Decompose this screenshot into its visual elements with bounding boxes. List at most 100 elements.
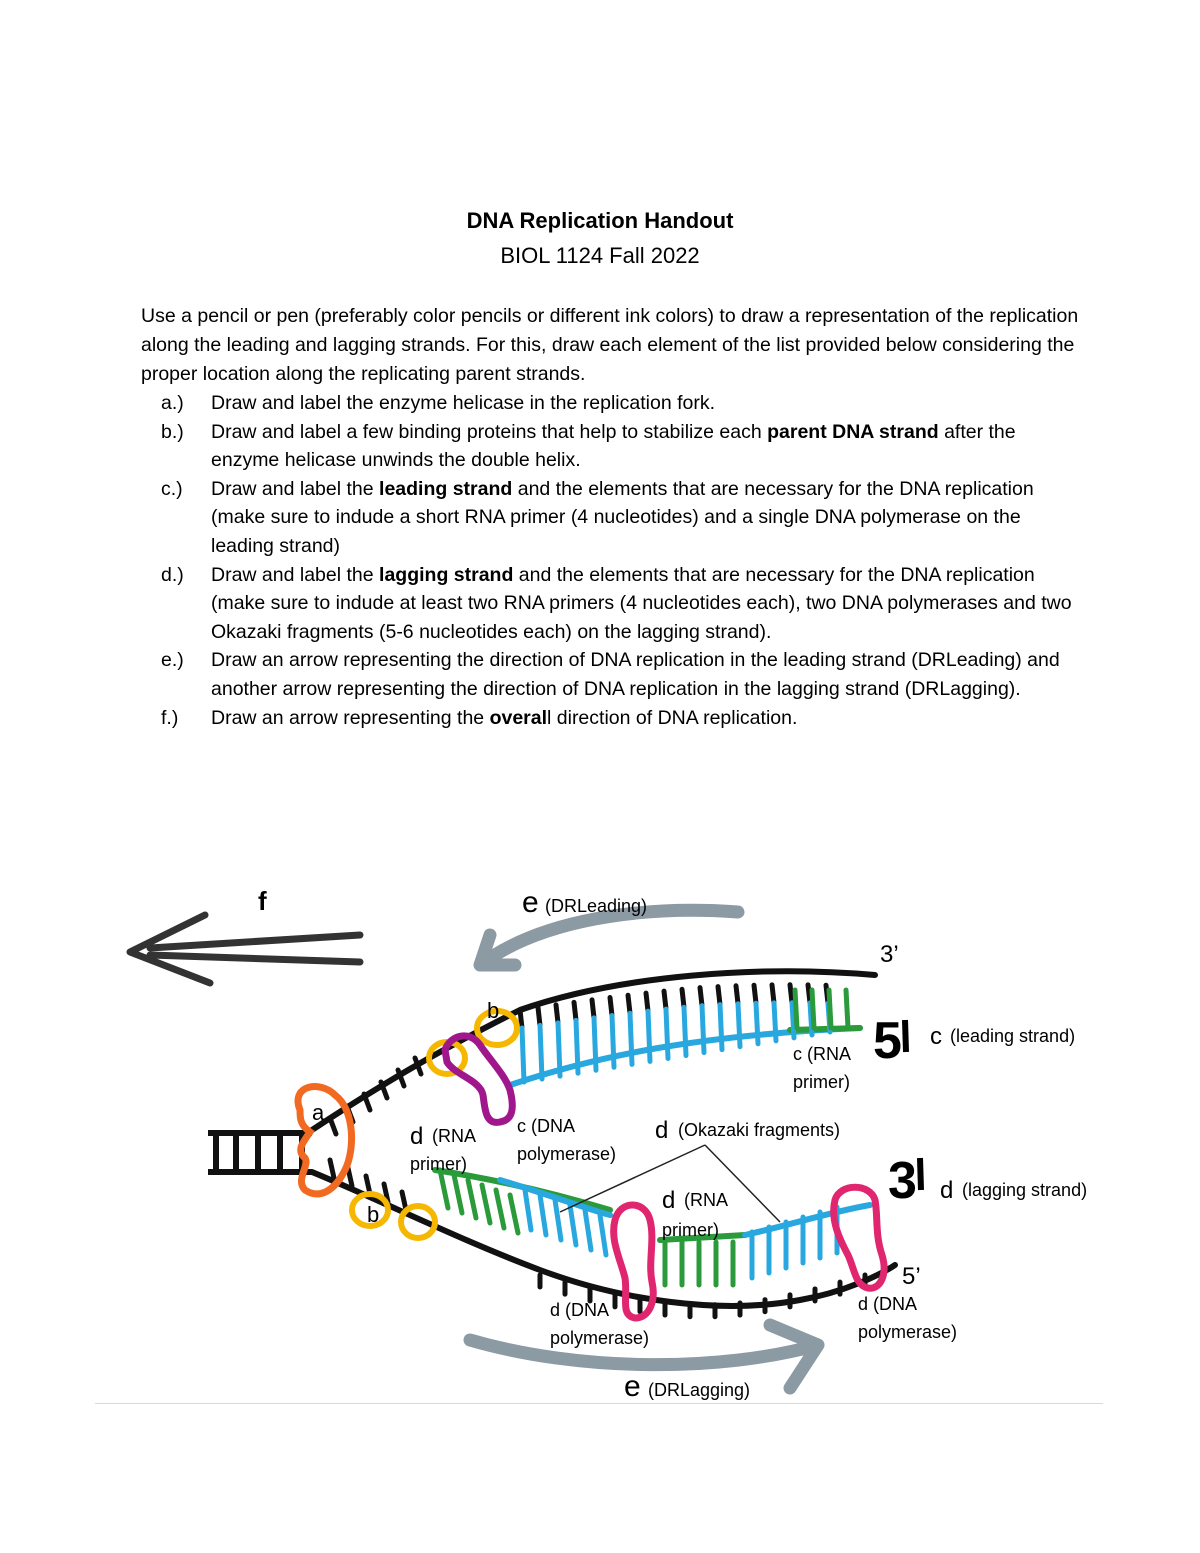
label-d-dna-mid-1: d (DNA [550,1300,609,1320]
label-5-big: 5 [873,1012,902,1070]
label-d-dna-right-1: d (DNA [858,1294,917,1314]
task-item-d: d.)Draw and label the lagging strand and… [141,561,1081,647]
label-d-dna-right-2: polymerase) [858,1322,957,1342]
base-pair-rung [567,1202,579,1248]
base-pair-rung [517,1007,525,1031]
label-c-dna-polymerase-1: c (DNA [517,1116,575,1136]
base-pair-rung [378,1079,390,1101]
base-pair-rung [769,982,777,1006]
label-f: f [258,886,267,916]
base-pair-rung [609,1013,617,1070]
binding-protein [349,1191,391,1229]
base-pair-rung [843,987,851,1031]
label-b-bottom: b [367,1202,379,1227]
task-text: Draw an arrow representing the direction… [211,649,1060,700]
label-d-letter-okazaki: d [655,1117,668,1144]
task-item-a: a.)Draw and label the enzyme helicase in… [141,389,1081,418]
helicase-enzyme [294,1083,356,1198]
base-pair-rung [643,990,651,1014]
base-pair-rung [537,1022,545,1082]
okazaki-pointer-lines [559,1144,781,1223]
task-text: l direction of DNA replication. [547,706,798,729]
base-pair-rung [507,1192,521,1236]
label-d-rna-mid-2: primer) [662,1220,719,1240]
base-pair-rung [437,1167,451,1211]
base-pair-rung [805,982,813,1006]
label-d-letter-lagging: d [940,1177,953,1204]
okazaki-fragment-backbone [742,1202,873,1238]
base-pair-rung [582,1207,594,1253]
base-pair-rung [607,995,615,1019]
base-pair-rung [661,988,669,1012]
base-pair-rung [493,1187,507,1231]
task-text: and the elements that are necessary for … [211,477,1034,557]
label-c-rna-primer-2: primer) [793,1072,850,1092]
base-pair-rung [663,1006,671,1061]
base-pair-rungs [327,982,868,1320]
base-pair-rung [479,1182,493,1226]
mid-primer-backbone [657,1232,748,1243]
base-pair-rung [809,987,817,1031]
binding-protein [474,1008,520,1048]
label-b-top: b [487,998,499,1023]
label-e-leading-text: (DRLeading) [545,896,647,916]
okazaki-fragment-backbone [497,1177,613,1218]
base-pair-rung [753,1000,761,1047]
lagging-direction-arrow [463,1318,825,1395]
base-pair-rung [751,982,759,1006]
label-c-leading-text: (leading strand) [950,1026,1075,1046]
base-pair-rung [552,1197,564,1243]
base-pair-rung [787,982,795,1006]
base-pair-rung [571,999,579,1023]
base-pair-rung [697,985,705,1009]
label-a: a [312,1100,325,1125]
leading-direction-arrow [473,903,745,972]
label-d-rna-left-2: primer) [410,1154,467,1174]
label-d-letter-mid: d [662,1187,675,1214]
base-pair-rung [553,1002,561,1026]
label-5-prime-bottom: 5’ [902,1263,921,1290]
prime-mark [902,1019,909,1053]
label-c-leading-letter: c [930,1023,942,1050]
prime-mark [917,1157,924,1191]
task-item-e: e.)Draw an arrow representing the direct… [141,646,1081,703]
binding-protein [398,1203,438,1241]
intro-paragraph: Use a pencil or pen (preferably color pe… [141,305,1079,385]
base-pair-rung [327,1157,337,1181]
task-emphasis: parent DNA strand [767,420,939,443]
label-d-rna-left-1: (RNA [432,1126,476,1146]
base-pair-rung [573,1017,581,1076]
task-text: Draw and label the [211,563,380,586]
base-pair-rung [807,1000,815,1038]
base-pair-rung [826,987,834,1031]
base-pair-rung [733,983,741,1007]
task-emphasis: overal [489,706,548,729]
label-e-leading-letter: e [522,886,539,919]
task-text: after the enzyme helicase unwinds the do… [211,420,1016,472]
base-pair-rung [591,1015,599,1073]
label-e-lagging-letter: e [624,1370,641,1403]
page-title: DNA Replication Handout [466,208,734,233]
base-pair-rung [792,987,800,1031]
base-pair-rung [363,1173,373,1197]
base-pair-rung [735,1001,743,1050]
label-d-dna-mid-2: polymerase) [550,1328,649,1348]
task-item-f: f.)Draw an arrow representing the overal… [141,704,1081,733]
base-pair-rung [327,1115,339,1137]
task-marker: b.) [161,420,184,443]
label-e-lagging-text: (DRLagging) [648,1380,750,1400]
task-text: and the elements that are necessary for … [211,563,1072,643]
base-pair-rung [589,997,597,1021]
lagging-dna-polymerase [830,1183,888,1292]
label-c-rna-primer-1: c (RNA [793,1044,851,1064]
base-pair-rung [345,1165,355,1189]
task-text: Draw and label a few binding proteins th… [211,420,768,443]
task-item-b: b.) Draw and label a few binding proteins… [141,418,1081,475]
base-pair-rung [717,1002,725,1053]
label-d-letter-left: d [410,1123,423,1150]
task-text: Draw and label the enzyme helicase in th… [211,392,716,414]
label-3-big: 3 [888,1152,917,1210]
overall-direction-arrow [126,911,364,987]
base-pair-rung [681,1004,689,1059]
base-pair-rung [627,1010,635,1067]
